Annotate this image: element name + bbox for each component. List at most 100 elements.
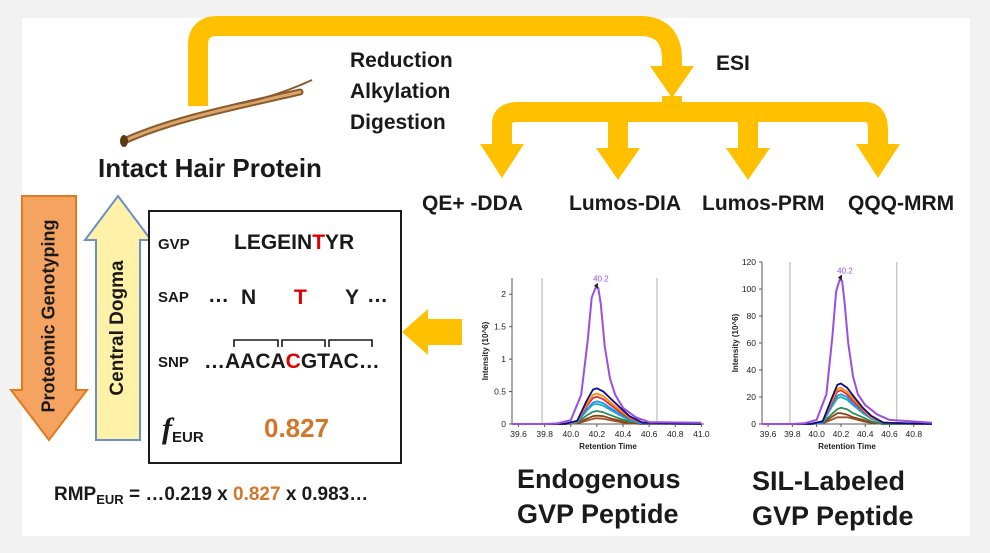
sap-n: N [241,286,257,309]
f-eur-label: fEUR [162,412,204,446]
x-tick-label: 40.4 [857,429,874,439]
branch-bar-path [492,102,888,145]
snp-row-label: SNP [158,354,189,371]
x-tick-label: 40.0 [563,429,580,439]
genotype-box [148,210,402,464]
snp-pre: …AACA [204,350,286,373]
sil-caption: SIL-Labeled GVP Peptide [752,464,914,534]
snp-sequence: …AACACGTAC… [204,350,380,374]
sil-caption-line1: SIL-Labeled [752,466,906,496]
intact-hair-label: Intact Hair Protein [98,153,322,183]
method-qe-dda: QE+ -DDA [422,192,523,215]
proteomic-genotyping-label: Proteomic Genotyping [38,219,59,413]
sap-pre: … [208,284,229,307]
mrm-arrow-head [856,144,900,178]
rmp-highlight: 0.827 [233,484,281,505]
gvp-suffix: YR [325,231,355,254]
esi-label: ESI [716,52,750,75]
x-tick-label: 39.6 [510,429,527,439]
dia-arrow-head [596,148,640,180]
x-tick-label: 40.6 [641,429,658,439]
central-dogma-up-arrow [83,194,153,441]
esi-arrow-head [650,66,694,98]
method-lumos-dia: Lumos-DIA [569,192,681,215]
series-line-1 [512,387,702,425]
x-tick-label: 40.2 [589,429,606,439]
x-tick-label: 40.0 [808,429,825,439]
rmp-prefix: RMP [54,484,97,505]
series-line-0 [512,286,702,425]
peak-label: 40.2 [593,275,609,284]
y-tick-label: 100 [742,284,756,294]
snp-post: GTAC… [300,350,380,373]
sap-y: Y [345,286,360,309]
x-tick-label: 40.6 [881,429,898,439]
peak-marker [593,282,598,289]
peak-label: 40.2 [837,267,853,276]
proteomic-down-arrow [8,195,90,442]
f-eur-value: 0.827 [264,413,330,443]
y-tick-label: 40 [747,365,757,375]
x-axis-label: Retention Time [818,442,876,451]
series-line-4 [762,393,933,425]
step-digestion: Digestion [350,111,446,134]
sap-row-label: SAP [158,289,189,306]
series-line-7 [762,412,932,425]
gvp-row-label: GVP [158,236,190,253]
sil-caption-line2: GVP Peptide [752,501,914,531]
f-sub: EUR [172,429,204,446]
gvp-sequence: LEGEINTYR [234,231,354,255]
f-symbol: f [162,412,172,445]
prep-steps: Reduction Alkylation Digestion [350,45,453,138]
y-tick-label: 20 [747,392,757,402]
series-line-3 [762,389,933,425]
x-tick-label: 40.8 [906,429,923,439]
y-tick-label: 2 [501,289,506,299]
step-reduction: Reduction [350,49,453,72]
rmp-suffix: x 0.983… [280,484,369,505]
series-line-0 [762,278,933,425]
left-arrow-to-box [402,309,462,355]
rmp-equation: RMPEUR = …0.219 x 0.827 x 0.983… [54,484,369,507]
x-tick-label: 40.4 [615,429,632,439]
series-line-5 [762,396,933,425]
sap-t: T [294,286,307,309]
y-tick-label: 0 [751,419,756,429]
method-lumos-prm: Lumos-PRM [702,192,825,215]
sap-post: … [367,284,388,307]
x-axis-label: Retention Time [579,442,637,451]
endogenous-caption: Endogenous GVP Peptide [517,462,681,532]
peak-marker [837,274,842,281]
y-tick-label: 0 [501,419,506,429]
hair-strand-icon [120,79,313,147]
x-tick-label: 40.2 [833,429,850,439]
snp-highlight: C [285,350,301,373]
x-tick-label: 39.6 [760,429,777,439]
y-tick-label: 1 [501,354,506,364]
central-dogma-label: Central Dogma [107,260,128,396]
x-tick-label: 40.8 [667,429,684,439]
rmp-eq: = …0.219 x [123,484,234,505]
gvp-prefix: LEGEIN [234,231,313,254]
gvp-highlight: T [312,231,326,254]
step-alkylation: Alkylation [350,80,451,103]
rmp-sub: EUR [96,492,124,507]
endogenous-caption-line2: GVP Peptide [517,499,679,529]
y-tick-label: 60 [747,338,757,348]
method-qqq-mrm: QQQ-MRM [848,192,955,215]
dda-arrow-head [480,144,524,178]
y-tick-label: 1.5 [494,322,506,332]
y-tick-label: 80 [747,311,757,321]
series-line-1 [762,382,933,425]
series-line-2 [762,386,933,425]
y-axis-label: Intensity (10^6) [731,313,740,372]
endogenous-caption-line1: Endogenous [517,464,681,494]
prm-arrow-head [726,148,770,180]
y-tick-label: 0.5 [494,387,506,397]
y-axis-label: Intensity (10^6) [481,321,490,380]
y-tick-label: 120 [742,257,756,267]
x-tick-label: 39.8 [536,429,553,439]
